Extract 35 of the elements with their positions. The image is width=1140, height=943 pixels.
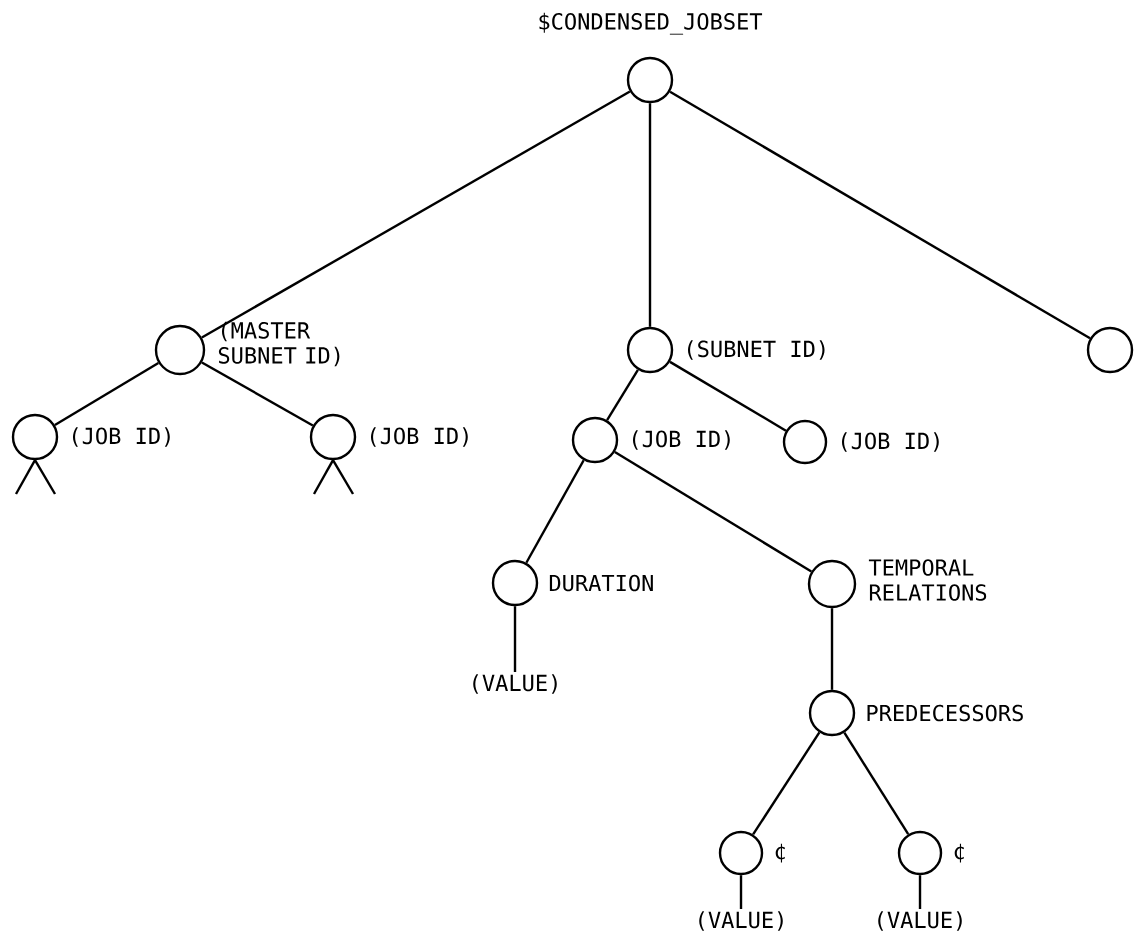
tree-branch-line (201, 361, 314, 427)
tree-branch-line (14, 459, 37, 495)
node-label: ¢ (954, 843, 964, 863)
tree-node-circle (1086, 326, 1134, 374)
tree-branch-line (33, 459, 57, 495)
tree-branch-line (739, 875, 743, 909)
tree-branch-line (331, 459, 355, 495)
tree-branch-line (201, 90, 631, 339)
node-label: ¢ (775, 843, 785, 863)
tree-branch-line (669, 360, 787, 432)
node-label: (SUBNET ID) (688, 340, 825, 360)
node-label: (JOB ID) (73, 427, 170, 447)
tree-branch-line (648, 103, 652, 327)
tree-branch-line (830, 608, 834, 690)
node-label: PREDECESSORS (867, 704, 1023, 722)
tree-branch-line (669, 90, 1091, 340)
node-label: $CONDENSED_JOBSET (539, 12, 763, 35)
node-label: (JOB ID) (371, 427, 468, 447)
tree-branch-line (614, 451, 812, 573)
tree-branch-line (54, 361, 159, 427)
value-label: (VALUE) (878, 911, 962, 931)
value-label: (VALUE) (699, 911, 783, 931)
node-label: (JOB ID) (842, 432, 939, 452)
tree-branch-line (312, 459, 335, 495)
node-label: DURATION (549, 574, 653, 592)
node-label: TEMPORAL RELATIONS (868, 559, 987, 601)
tree-branch-line (606, 369, 639, 421)
tree-branch-line (918, 875, 922, 909)
tree-branch-line (525, 459, 585, 564)
tree-branch-line (843, 732, 910, 835)
value-label: (VALUE) (473, 674, 557, 694)
node-label: (JOB ID) (633, 430, 730, 450)
node-label: (MASTER SUBNET ID) (218, 321, 340, 367)
tree-branch-line (513, 606, 517, 672)
tree-branch-line (752, 731, 821, 836)
